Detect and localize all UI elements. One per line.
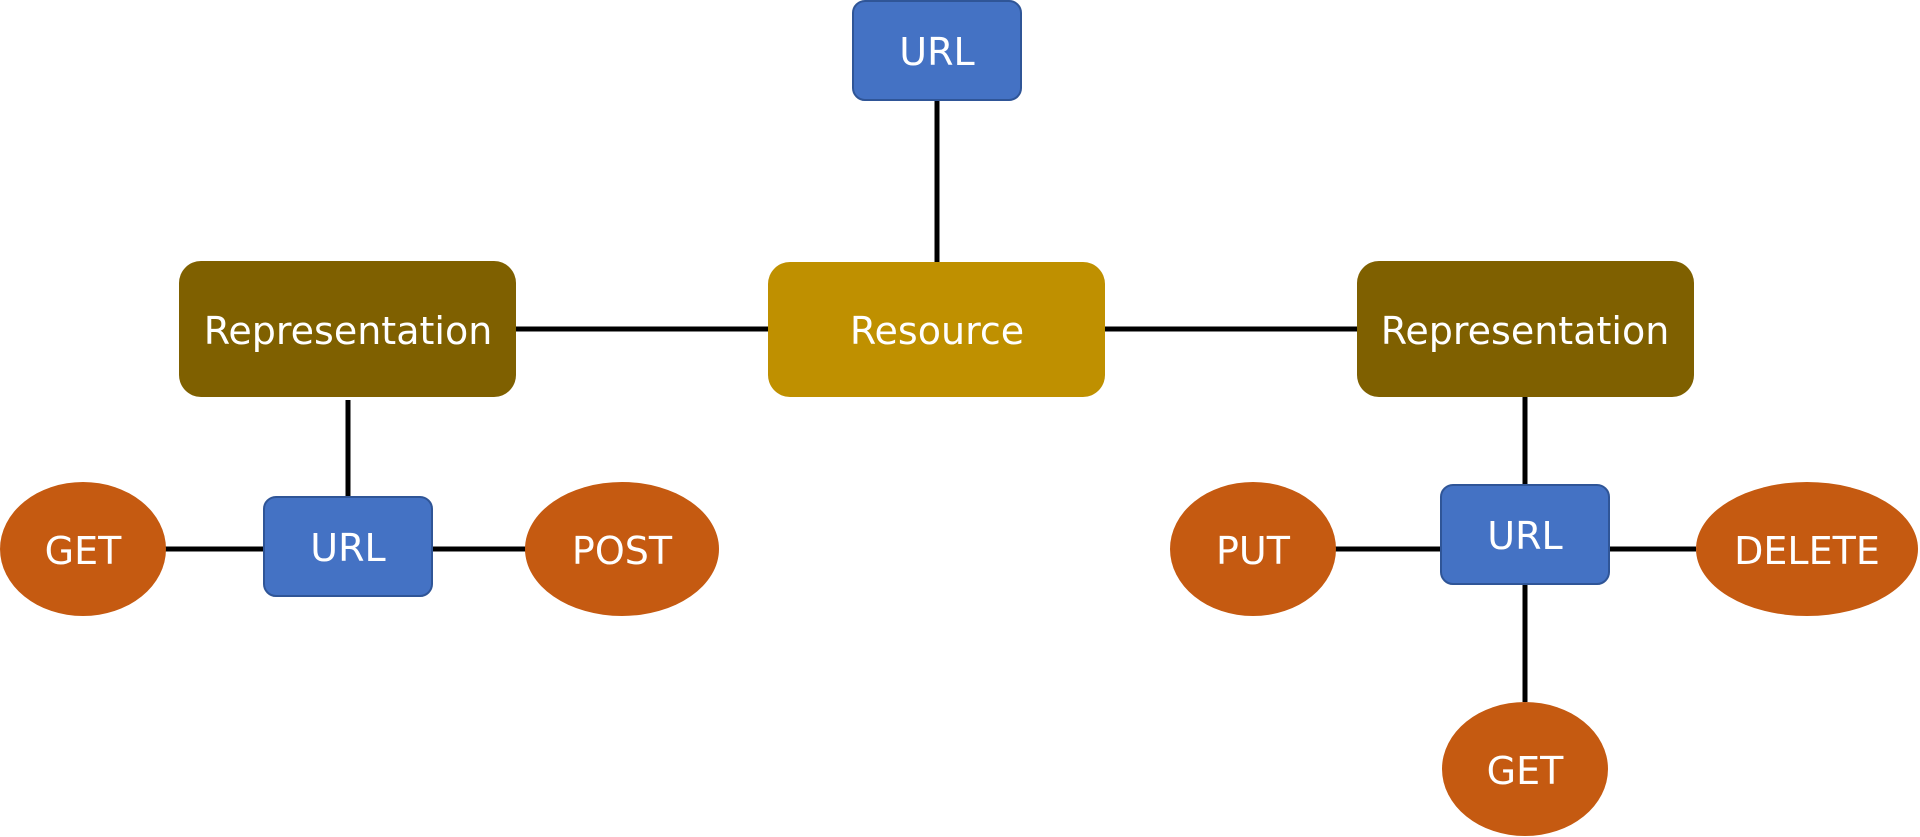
right-get-ellipse — [1442, 702, 1608, 836]
top-url-node: URL — [852, 0, 1022, 101]
left-post-label: POST — [572, 529, 673, 573]
left-representation-box — [179, 261, 516, 397]
right-url-node: URL — [1440, 484, 1610, 585]
left-get-ellipse — [0, 482, 166, 616]
left-representation-label: Representation — [204, 309, 493, 353]
right-url-label: URL — [1487, 514, 1562, 558]
top-url-label: URL — [899, 30, 974, 74]
left-url-box — [263, 496, 433, 597]
right-get-node: GET — [1442, 702, 1608, 836]
left-post-node: POST — [525, 482, 719, 616]
left-post-ellipse — [525, 482, 719, 616]
right-representation-node: Representation — [1357, 261, 1694, 397]
resource-box — [768, 262, 1105, 397]
left-get-label: GET — [45, 529, 122, 573]
right-put-label: PUT — [1216, 529, 1291, 573]
connectors — [165, 100, 1696, 702]
right-delete-node: DELETE — [1696, 482, 1918, 616]
top-url-box — [852, 0, 1022, 101]
right-representation-label: Representation — [1381, 309, 1670, 353]
left-url-label: URL — [310, 526, 385, 570]
left-get-node: GET — [0, 482, 166, 616]
resource-node: Resource — [768, 262, 1105, 397]
right-url-box — [1440, 484, 1610, 585]
right-delete-label: DELETE — [1734, 529, 1880, 573]
left-representation-node: Representation — [179, 261, 516, 397]
right-representation-box — [1357, 261, 1694, 397]
right-put-node: PUT — [1170, 482, 1336, 616]
right-get-label: GET — [1487, 749, 1564, 793]
left-url-node: URL — [263, 496, 433, 597]
right-delete-ellipse — [1696, 482, 1918, 616]
resource-label: Resource — [850, 309, 1024, 353]
right-put-ellipse — [1170, 482, 1336, 616]
